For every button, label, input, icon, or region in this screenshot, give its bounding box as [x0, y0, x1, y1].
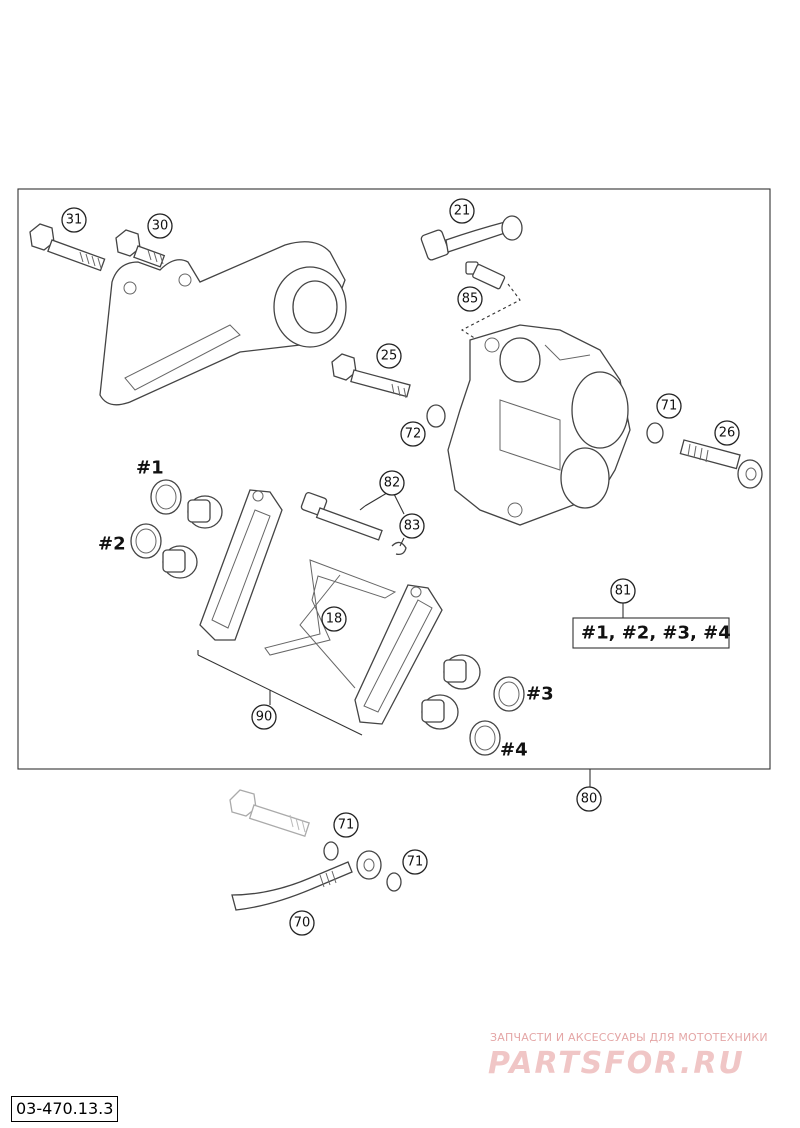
callout-90: 90 — [251, 704, 277, 730]
kit-contents-label: #1, #2, #3, #4 — [581, 623, 731, 644]
callout-31-label: 31 — [66, 213, 83, 228]
assembly-frame — [17, 188, 771, 770]
caliper-bracket-drawing — [99, 241, 347, 406]
callout-26: 26 — [714, 420, 740, 446]
callout-90-label: 90 — [256, 710, 273, 725]
callout-71-lower-b-label: 71 — [407, 855, 424, 870]
set-label-2: #2 — [98, 534, 126, 555]
callout-82-label: 82 — [384, 476, 401, 491]
callout-26-label: 26 — [719, 426, 736, 441]
seal-3-drawing — [493, 676, 525, 712]
callout-25: 25 — [376, 343, 402, 369]
callout-83-label: 83 — [404, 519, 421, 534]
callout-80-label: 80 — [581, 792, 598, 807]
watermark-logo: PARTSFOR.RU — [488, 1046, 745, 1081]
callout-82: 82 — [379, 470, 405, 496]
callout-71-upper: 71 — [656, 393, 682, 419]
callout-70-label: 70 — [294, 916, 311, 931]
leader-90 — [197, 650, 363, 736]
piston-left-lower-drawing — [162, 545, 198, 579]
bolt-26-drawing — [679, 439, 763, 489]
washer-71-lower-a-drawing — [323, 841, 339, 861]
callout-25-label: 25 — [381, 349, 398, 364]
callout-31: 31 — [61, 207, 87, 233]
leader-82-pin — [359, 505, 366, 511]
watermark-tagline: ЗАПЧАСТИ И АКСЕССУАРЫ ДЛЯ МОТОТЕХНИКИ — [490, 1031, 768, 1044]
bleed-screw-85-drawing — [460, 261, 521, 349]
pad-pin-82-drawing — [300, 491, 383, 541]
piston-left-upper-drawing — [187, 495, 223, 529]
set-label-4: #4 — [500, 740, 528, 761]
callout-18-label: 18 — [326, 612, 343, 627]
callout-81-label: 81 — [615, 584, 632, 599]
callout-30: 30 — [147, 213, 173, 239]
piston-right-lower-drawing — [421, 694, 459, 730]
callout-85: 85 — [457, 286, 483, 312]
bolt-25-drawing — [331, 353, 411, 399]
brake-pad-left-drawing — [199, 489, 283, 641]
seal-2-drawing — [130, 523, 162, 559]
washer-72-drawing — [426, 404, 446, 428]
callout-80: 80 — [576, 786, 602, 812]
callout-30-label: 30 — [152, 219, 169, 234]
callout-81: 81 — [610, 578, 636, 604]
callout-85-label: 85 — [462, 292, 479, 307]
callout-83: 83 — [399, 513, 425, 539]
washer-71-drawing — [646, 422, 664, 444]
bolt-31-drawing — [29, 223, 106, 272]
seal-1-drawing — [150, 479, 182, 515]
clip-83-drawing — [391, 541, 407, 556]
callout-71-lower-b: 71 — [402, 849, 428, 875]
callout-72-label: 72 — [405, 427, 422, 442]
kit-box — [572, 617, 730, 649]
washer-71-lower-b-drawing — [386, 872, 402, 892]
pad-spring-18-drawing — [264, 559, 397, 689]
diagram-code-label: 03-470.13.3 — [11, 1096, 119, 1122]
piston-right-upper-drawing — [443, 654, 481, 690]
callout-71-lower-a-label: 71 — [338, 818, 355, 833]
banjo-bolt-drawing — [229, 789, 310, 838]
callout-71-lower-a: 71 — [333, 812, 359, 838]
brake-pad-right-drawing — [354, 584, 443, 725]
callout-21-label: 21 — [454, 204, 471, 219]
callout-70: 70 — [289, 910, 315, 936]
callout-21: 21 — [449, 198, 475, 224]
brake-line-70-drawing — [231, 850, 382, 911]
caliper-body-drawing — [447, 324, 631, 526]
bleeder-cap-21-drawing — [420, 215, 523, 261]
callout-71-upper-label: 71 — [661, 399, 678, 414]
bolt-30-drawing — [115, 229, 166, 268]
set-label-1: #1 — [136, 458, 164, 479]
callout-18: 18 — [321, 606, 347, 632]
seal-4-drawing — [469, 720, 501, 756]
set-label-3: #3 — [526, 684, 554, 705]
callout-72: 72 — [400, 421, 426, 447]
